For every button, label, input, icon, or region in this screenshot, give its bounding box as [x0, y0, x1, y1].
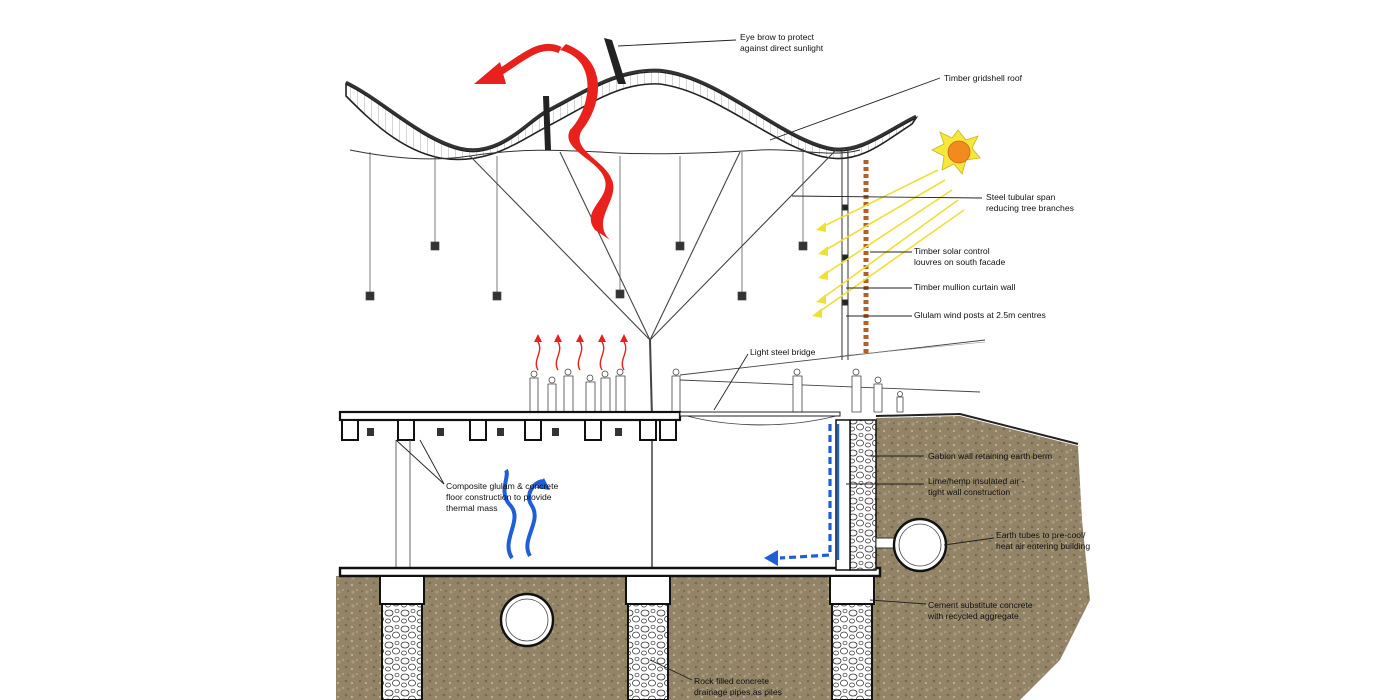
label-louvres: Timber solar control louvres on south fa…: [914, 246, 1005, 267]
leader-lines: [395, 39, 995, 681]
under-floor-lamps: [367, 428, 622, 436]
foundation-earth: [336, 576, 880, 700]
label-cement-line: Cement substitute concrete: [928, 600, 1033, 610]
label-piles-line: drainage pipes as piles: [694, 687, 782, 697]
drainage-pipe-inner: [505, 598, 549, 642]
label-steel-span-line: reducing tree branches: [986, 203, 1074, 213]
lower-floor-slab: [338, 566, 882, 578]
label-mullion-line: Timber mullion curtain wall: [914, 282, 1015, 292]
rising-warm-air-heads: [534, 334, 628, 342]
cool-air-wave-2: [525, 479, 546, 558]
sun-rays: [815, 169, 965, 315]
drainage-pipe: [499, 592, 555, 648]
roof-clerestory-fin: [543, 96, 551, 150]
foundation-piles: [379, 575, 875, 700]
gabion-wall: [849, 419, 877, 571]
rising-warm-air-arrows: [535, 341, 627, 371]
roof-top-edge: [345, 68, 917, 151]
roof-underside: [349, 149, 861, 160]
floor-joists: [341, 419, 677, 441]
earth-berm: [876, 416, 1090, 700]
insulated-wall: [835, 419, 851, 571]
label-eyebrow-line: Eye brow to protect: [740, 32, 815, 42]
gridshell-roof: [345, 71, 919, 161]
label-piles-line: Rock filled concrete: [694, 676, 769, 686]
label-earth-tubes-line: Earth tubes to pre-cool/: [996, 530, 1086, 540]
label-lime-hemp: Lime/hemp insulated air - tight wall con…: [928, 476, 1027, 497]
earth-tube: [892, 517, 948, 573]
sun-icon: [931, 129, 981, 175]
warm-air-spiral: [560, 44, 614, 240]
cool-air-wave-head: [536, 478, 550, 490]
label-gabion-line: Gabion wall retaining earth berm: [928, 451, 1052, 461]
label-eyebrow: Eye brow to protect against direct sunli…: [740, 32, 824, 53]
faint-guide-lines: [839, 341, 1079, 497]
label-lime-hemp-line: tight wall construction: [928, 487, 1010, 497]
label-louvres-line: louvres on south facade: [914, 257, 1005, 267]
label-bridge: Light steel bridge: [750, 347, 816, 357]
steel-tree-column: [469, 149, 837, 570]
label-bridge-line: Light steel bridge: [750, 347, 816, 357]
sun-ray-arrowheads: [812, 222, 828, 318]
berm-top-line: [875, 412, 1079, 445]
label-glulam-posts-line: Glulam wind posts at 2.5m centres: [914, 310, 1046, 320]
label-steel-span: Steel tubular span reducing tree branche…: [986, 192, 1074, 213]
floor-slab-deck: [679, 411, 841, 417]
label-gridshell-line: Timber gridshell roof: [944, 73, 1023, 83]
people-figures: [529, 368, 904, 413]
label-floor-line: thermal mass: [446, 503, 498, 513]
cool-air-wave-1: [502, 468, 517, 560]
label-floor-line: Composite glulam & concrete: [446, 481, 558, 491]
label-floor-line: floor construction to provide: [446, 492, 552, 502]
label-mullion: Timber mullion curtain wall: [914, 282, 1015, 292]
label-floor: Composite glulam & concrete floor constr…: [446, 481, 561, 513]
label-louvres-line: Timber solar control: [914, 246, 990, 256]
label-gridshell: Timber gridshell roof: [944, 73, 1023, 83]
warm-air-exhaust-arrow: [498, 43, 562, 76]
label-cement-line: with recycled aggregate: [927, 611, 1019, 621]
floor-slab-top: [338, 410, 682, 422]
label-eyebrow-line: against direct sunlight: [740, 43, 824, 53]
cool-air-arrowhead: [764, 550, 778, 566]
label-steel-span-line: Steel tubular span: [986, 192, 1055, 202]
lower-columns: [395, 440, 411, 568]
label-glulam-posts: Glulam wind posts at 2.5m centres: [914, 310, 1046, 320]
label-lime-hemp-line: Lime/hemp insulated air -: [928, 476, 1025, 486]
earth-tube-inner: [898, 523, 942, 567]
curtain-wall: [841, 150, 849, 360]
label-gabion: Gabion wall retaining earth berm: [928, 451, 1052, 461]
label-earth-tubes-line: heat air entering building: [996, 541, 1090, 551]
label-earth-tubes: Earth tubes to pre-cool/ heat air enteri…: [996, 530, 1090, 551]
label-cement: Cement substitute concrete with recycled…: [927, 600, 1035, 621]
warm-air-arrowhead: [474, 62, 506, 84]
eyebrow-fin: [604, 38, 626, 84]
label-piles: Rock filled concrete drainage pipes as p…: [694, 676, 782, 697]
pendant-lamps: [365, 148, 808, 301]
cool-air-downdraft: [779, 424, 832, 560]
